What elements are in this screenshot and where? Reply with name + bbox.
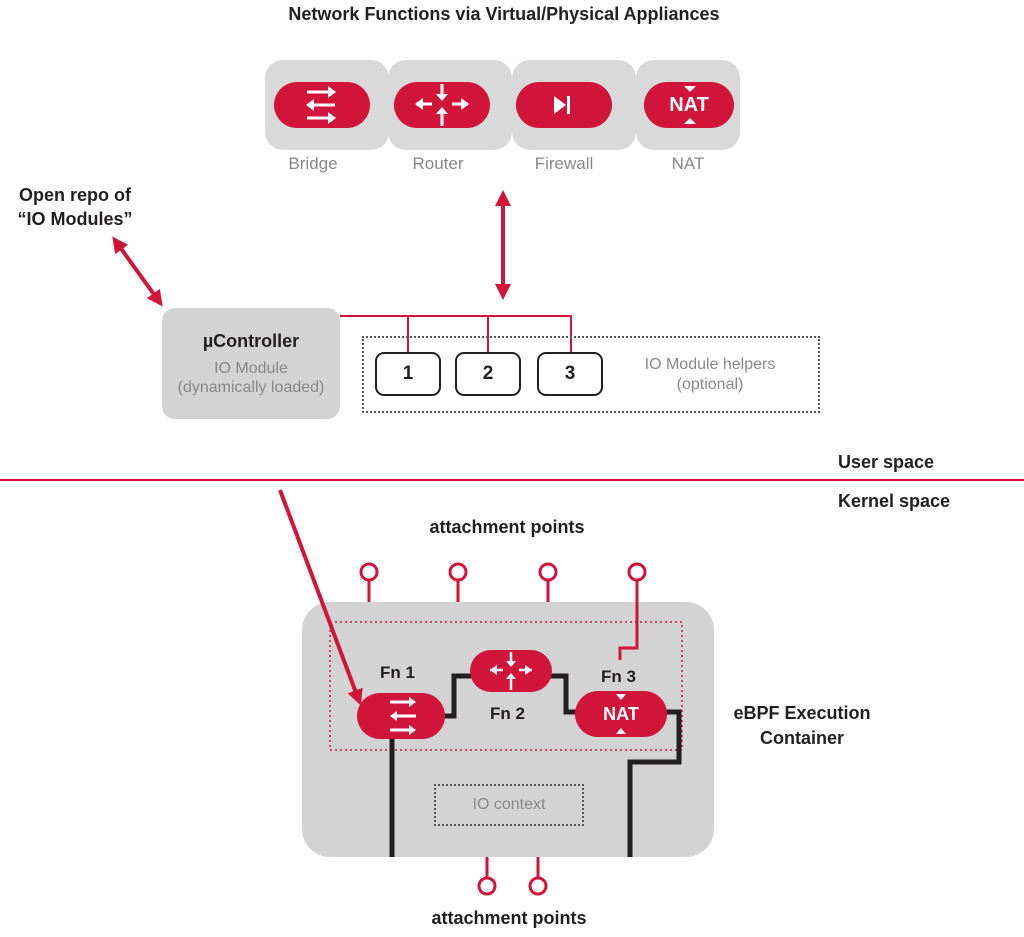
fn1-label: Fn 1 (380, 663, 415, 682)
controller-sub2: (dynamically loaded) (177, 379, 325, 396)
diagram-title: Network Functions via Virtual/Physical A… (288, 4, 720, 24)
attachment-points-top-label: attachment points (429, 517, 585, 537)
controller-title: µController (202, 331, 300, 351)
helper-2: 2 (455, 352, 521, 396)
open-repo-line2: “IO Modules” (17, 209, 133, 229)
helpers-label2: (optional) (676, 376, 744, 393)
helper-3: 3 (537, 352, 603, 396)
controller-sub1: IO Module (214, 360, 288, 377)
nat-badge: NAT (669, 94, 709, 116)
io-context-box: IO context (434, 784, 584, 826)
firewall-icon (554, 96, 570, 114)
controller-subtitle: IO Module (dynamically loaded) (162, 359, 340, 397)
ebpf-container (302, 602, 714, 857)
router-icon (415, 84, 469, 126)
fn2-pill (470, 650, 552, 692)
nat-icon (684, 86, 696, 124)
open-repo-line1: Open repo of (19, 185, 131, 205)
attachment-points-bottom-label: attachment points (431, 908, 587, 928)
fn3-pill (575, 691, 667, 737)
appliance-label-firewall: Firewall (534, 154, 594, 173)
fn3-nat-badge: NAT (603, 704, 639, 724)
appliance-label-nat: NAT (671, 154, 705, 173)
fn2-label: Fn 2 (490, 704, 525, 723)
appliance-label-bridge: Bridge (288, 154, 338, 173)
kernel-space-label: Kernel space (838, 491, 951, 511)
open-repo-label: Open repo of “IO Modules” (0, 183, 150, 231)
fn2-router-icon (490, 652, 532, 690)
fn3-nat-icon (616, 694, 626, 734)
controller-box (162, 308, 340, 419)
ebpf-line2: Container (759, 728, 844, 748)
helper-1: 1 (375, 352, 441, 396)
fn1-bridge-icon (390, 697, 416, 735)
fn3-label: Fn 3 (601, 667, 636, 686)
user-space-label: User space (838, 452, 935, 472)
helpers-label: IO Module helpers (optional) (620, 355, 800, 395)
ebpf-label: eBPF Execution Container (722, 701, 882, 751)
helpers-label1: IO Module helpers (644, 356, 776, 373)
ebpf-line1: eBPF Execution (733, 703, 871, 723)
bridge-icon (306, 86, 336, 124)
helpers-box (362, 336, 820, 413)
appliance-label-router: Router (412, 154, 464, 173)
